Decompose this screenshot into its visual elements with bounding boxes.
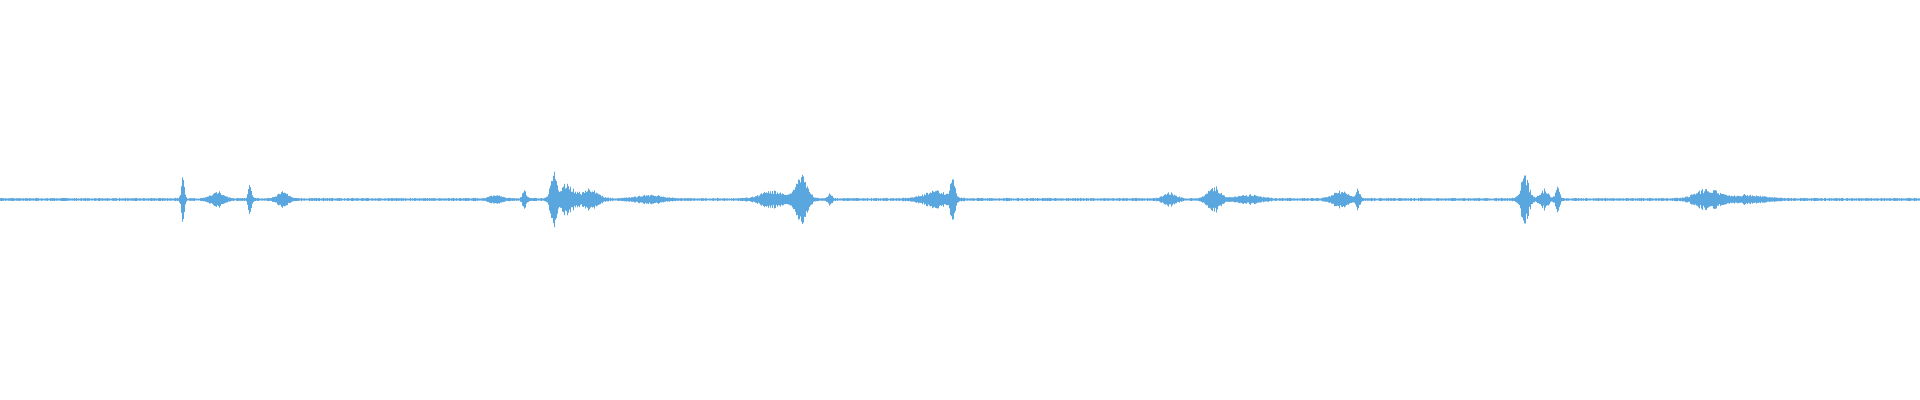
waveform-signal — [0, 171, 1920, 228]
